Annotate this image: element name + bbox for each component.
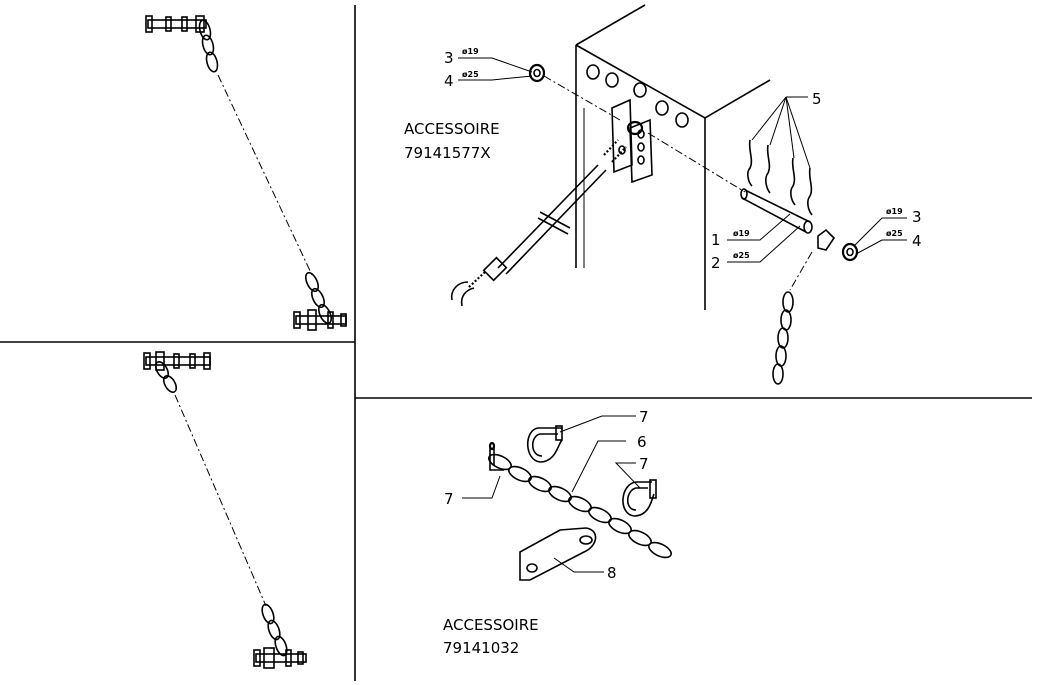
accessory-code-top: 79141577X bbox=[404, 144, 491, 162]
bottom-pin-2 bbox=[253, 647, 307, 669]
r-clips bbox=[747, 139, 813, 216]
callout-3-left: 3 bbox=[444, 49, 454, 67]
chain-bracket bbox=[519, 527, 597, 581]
callout-8: 8 bbox=[607, 564, 617, 582]
callout-7-right: 7 bbox=[639, 455, 649, 473]
callout-4-left: 4 bbox=[444, 72, 454, 90]
bottom-chain-links-2 bbox=[261, 603, 288, 657]
callout-7-left: 7 bbox=[444, 490, 454, 508]
callout-3-right: 3 bbox=[912, 208, 922, 226]
mounting-bracket bbox=[611, 98, 653, 184]
shackle-top bbox=[526, 425, 563, 463]
hitch-pin bbox=[740, 188, 813, 234]
bottom-left-chain-assembly bbox=[143, 351, 307, 669]
callout-2: 2 bbox=[711, 254, 721, 272]
leader-lines-top-right bbox=[458, 57, 907, 263]
accessory-title-bottom: ACCESSOIRE bbox=[443, 616, 539, 634]
pin-centerline-right bbox=[647, 132, 746, 193]
leader-lines-bottom-right bbox=[462, 415, 641, 573]
dim-19-right: ø19 bbox=[886, 207, 903, 216]
washer-right bbox=[817, 228, 859, 262]
panel-dividers bbox=[0, 5, 1032, 681]
dim-19-left: ø19 bbox=[462, 47, 479, 56]
top-pin-2 bbox=[143, 351, 211, 371]
callout-6: 6 bbox=[637, 433, 647, 451]
chain-centerline-2 bbox=[174, 394, 267, 607]
chain-centerline-3 bbox=[789, 251, 813, 291]
shackle-chain-end bbox=[488, 441, 504, 471]
chain-centerline bbox=[217, 74, 313, 276]
chain-segment bbox=[488, 453, 672, 559]
callout-5: 5 bbox=[812, 90, 822, 108]
top-left-chain-assembly bbox=[145, 15, 347, 331]
callout-4-right: 4 bbox=[912, 232, 922, 250]
dim-19-pin: ø19 bbox=[733, 229, 750, 238]
hanging-chain bbox=[772, 291, 794, 385]
dim-25-right: ø25 bbox=[886, 229, 903, 238]
accessory-code-bottom: 79141032 bbox=[443, 639, 519, 657]
stabilizer-rod bbox=[450, 139, 627, 307]
top-chain-links-2 bbox=[154, 361, 178, 393]
bottom-pin bbox=[293, 309, 347, 331]
dim-25-left: ø25 bbox=[462, 70, 479, 79]
frame-body bbox=[575, 4, 771, 310]
dim-25-pin: ø25 bbox=[733, 251, 750, 260]
top-right-hitch-assembly: 3 4 ø19 ø25 1 2 ø19 ø25 3 4 ø19 ø25 5 AC… bbox=[404, 4, 922, 385]
top-chain-links bbox=[198, 19, 219, 73]
accessory-title-top: ACCESSOIRE bbox=[404, 120, 500, 138]
callout-7-top: 7 bbox=[639, 408, 649, 426]
top-pin bbox=[145, 15, 207, 33]
callout-1: 1 bbox=[711, 231, 721, 249]
washer-left bbox=[528, 63, 546, 83]
shackle-right bbox=[622, 479, 657, 517]
bottom-right-chain-kit: 7 6 7 7 8 ACCESSOIRE 79141032 bbox=[443, 408, 672, 657]
pin-centerline-left bbox=[543, 75, 621, 121]
